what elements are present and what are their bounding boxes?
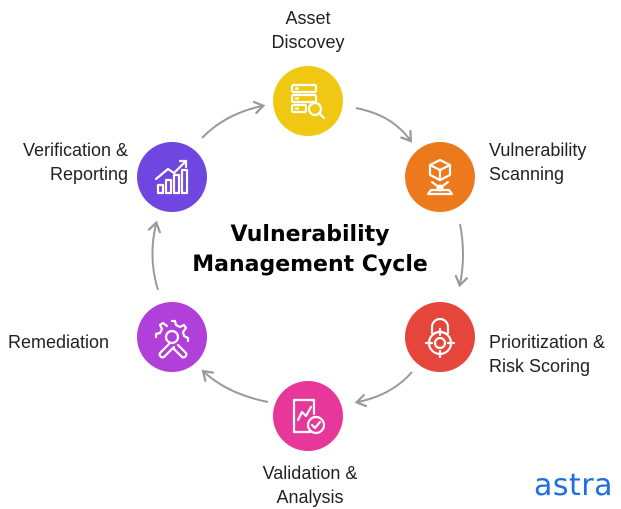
step-node-vulnerability-scanning — [405, 142, 475, 212]
step-label-validation: Validation & Analysis — [262, 463, 358, 507]
diagram-title-line-1: Vulnerability — [230, 222, 390, 247]
server-search-icon — [290, 83, 326, 120]
cube-scanner-icon — [426, 158, 454, 196]
step-label-vulnerability-scanning: Vulnerability Scanning — [489, 140, 587, 184]
astra-logo: astra — [534, 468, 613, 503]
arrow-verification-to-asset — [201, 100, 266, 139]
arrow-prioritization-to-validation — [354, 371, 413, 408]
diagram-title-line-2: Management Cycle — [192, 252, 428, 277]
step-node-validation — [273, 381, 343, 451]
step-node-verification — [137, 142, 207, 212]
gear-wrench-icon — [154, 319, 190, 359]
arrow-remediation-to-verification — [147, 220, 161, 291]
step-label-remediation: Remediation — [8, 332, 110, 352]
step-label-asset-discovery: Asset Discovey — [271, 8, 345, 52]
diagram-title: Vulnerability Management Cycle — [165, 220, 455, 280]
arrow-asset-to-scanning — [355, 107, 412, 143]
step-node-prioritization — [405, 302, 475, 372]
chart-check-document-icon — [292, 398, 326, 435]
arrow-scanning-to-prioritization — [454, 223, 469, 288]
step-label-verification: Verification & Reporting — [22, 140, 128, 184]
arrow-validation-to-remediation — [201, 369, 269, 403]
growth-chart-icon — [154, 159, 189, 195]
step-node-asset-discovery — [273, 66, 343, 136]
step-node-remediation — [137, 302, 207, 372]
step-label-prioritization: Prioritization & Risk Scoring — [489, 332, 606, 376]
padlock-target-icon — [424, 317, 456, 359]
